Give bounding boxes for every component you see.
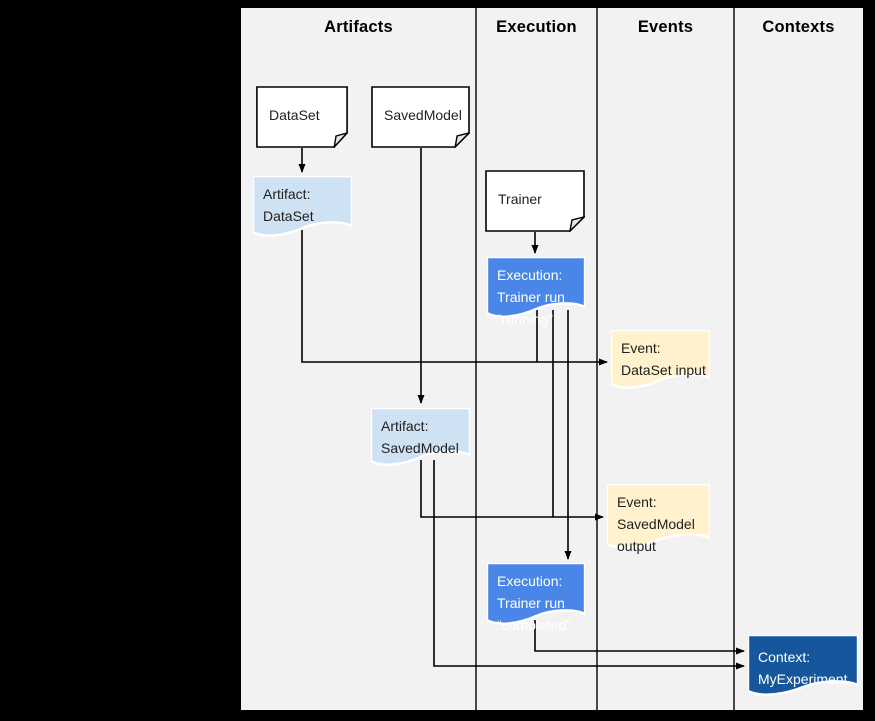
node-savedmodel-label: SavedModel [384,107,462,123]
node-context-myexperiment: Context: MyExperiment [748,635,858,701]
edge-artifact-savedmodel-to-event-savedmodel-output [420,460,604,521]
node-artifact-savedmodel: Artifact: SavedModel [371,408,470,471]
document-shape [607,484,710,554]
edge-artifact-dataset-to-event-dataset-input [301,230,608,366]
node-dataset-label: DataSet [269,107,320,123]
node-execution-completed-label: Execution: Trainer run “completed” [497,573,571,633]
node-dataset: DataSet [256,86,348,148]
node-artifact-savedmodel-label: Artifact: SavedModel [381,418,459,456]
document-shape [748,635,858,701]
note-shape [256,86,348,148]
document-shape [371,408,470,471]
document-shape [611,330,710,394]
note-shape [485,170,585,232]
document-shape [487,257,585,323]
lane-header-execution: Execution [496,17,577,36]
node-execution-running: Execution: Trainer run “running” [487,257,585,327]
node-event-dataset-input: Event: DataSet input [611,330,710,394]
lane-header-events: Events [637,17,694,36]
node-execution-completed: Execution: Trainer run “completed” [487,563,585,633]
node-event-dataset-input-label: Event: DataSet input [621,340,706,378]
edge-execution-completed-to-context [534,620,745,655]
lane-header-artifacts: Artifacts [324,17,393,36]
node-event-savedmodel-output-label: Event: SavedModel output [617,494,695,554]
node-artifact-dataset: Artifact: DataSet [253,176,352,242]
node-event-savedmodel-output: Event: SavedModel output [607,484,710,554]
node-trainer-label: Trainer [498,191,542,207]
diagram-canvas: Artifacts Execution Events Contexts Data… [241,8,863,710]
node-artifact-dataset-label: Artifact: DataSet [263,186,314,224]
node-savedmodel: SavedModel [371,86,470,148]
node-trainer: Trainer [485,170,585,232]
document-shape [253,176,352,242]
lane-header-contexts: Contexts [762,17,835,36]
document-shape [487,563,585,630]
node-execution-running-label: Execution: Trainer run “running” [497,267,565,327]
connector-layer [298,8,745,710]
node-context-myexperiment-label: Context: MyExperiment [758,649,848,687]
edge-artifact-savedmodel-to-context [433,460,745,670]
note-shape [371,86,470,148]
